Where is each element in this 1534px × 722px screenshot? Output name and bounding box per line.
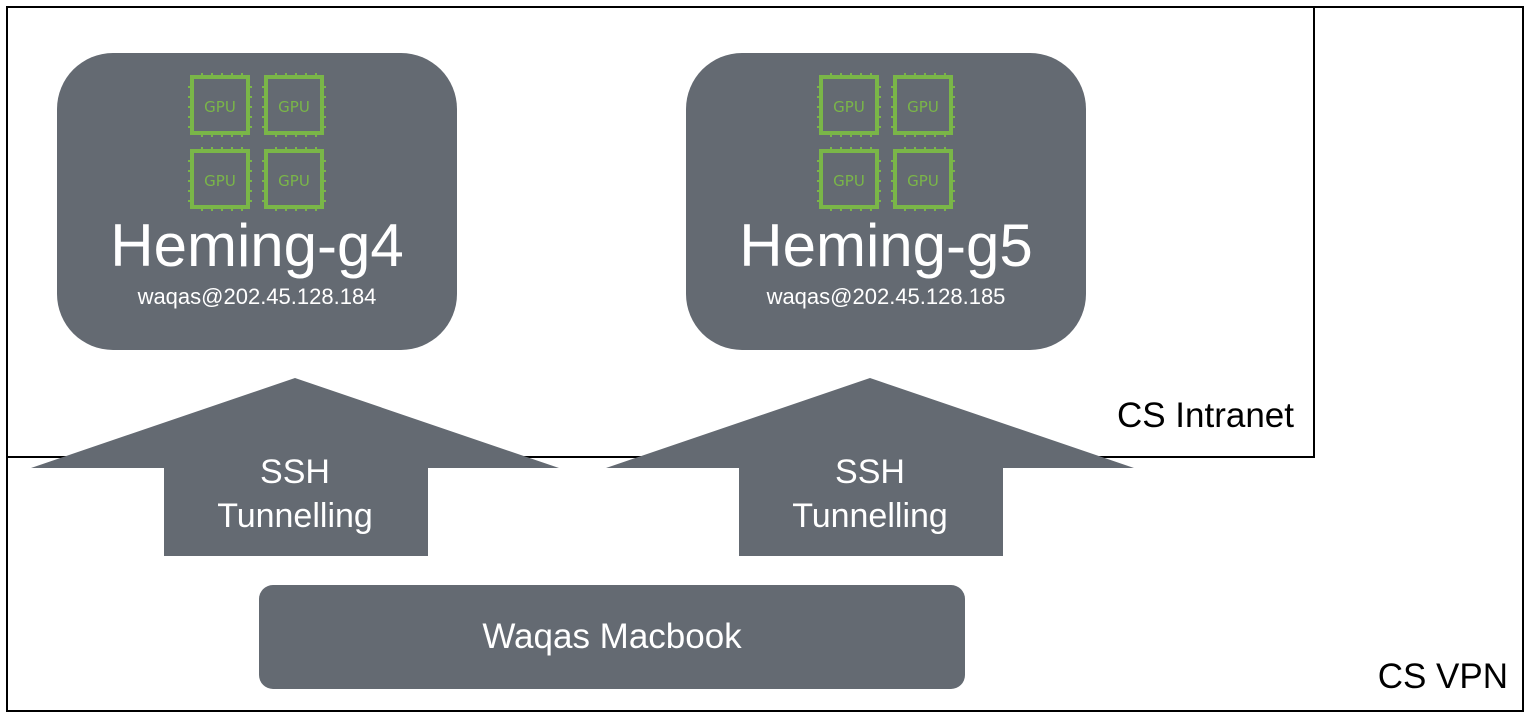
server-address: waqas@202.45.128.184	[137, 284, 377, 309]
gpu-chip-icon: GPU	[188, 73, 252, 137]
gpu-chip-label: GPU	[204, 98, 236, 116]
gpu-chip-label: GPU	[907, 98, 939, 116]
gpu-chip-label: GPU	[278, 172, 310, 190]
gpu-chip-icon: GPU	[188, 147, 252, 211]
gpu-chip-icon: GPU	[891, 147, 955, 211]
tunnel-label-line1: SSH	[260, 453, 330, 491]
tunnel-label: SSH Tunnelling	[31, 450, 559, 538]
gpu-chip-label: GPU	[204, 172, 236, 190]
gpu-chip-icon: GPU	[817, 147, 881, 211]
tunnel-label-line1: SSH	[835, 453, 905, 491]
tunnel-label-line2: Tunnelling	[792, 497, 948, 535]
tunnel-label-line2: Tunnelling	[217, 497, 373, 535]
up-arrow-icon	[606, 378, 1134, 556]
server-heming-g4: GPU GPU GPU GPU Heming-g4 waqas@202.45.1…	[57, 53, 457, 350]
server-name: Heming-g4	[110, 212, 404, 279]
gpu-chip-label: GPU	[907, 172, 939, 190]
server-heming-g5: GPU GPU GPU GPU Heming-g5 waqas@202.45.1…	[686, 53, 1086, 350]
server-address: waqas@202.45.128.185	[766, 284, 1006, 309]
gpu-group: GPU GPU GPU GPU	[188, 73, 326, 211]
gpu-chip-label: GPU	[833, 172, 865, 190]
gpu-chip-icon: GPU	[262, 147, 326, 211]
gpu-chip-icon: GPU	[891, 73, 955, 137]
server-name: Heming-g5	[739, 212, 1033, 279]
vpn-label: CS VPN	[1377, 657, 1508, 696]
ssh-tunnel-arrow-g5: SSH Tunnelling	[606, 378, 1134, 556]
ssh-tunnel-arrow-g4: SSH Tunnelling	[31, 378, 559, 556]
gpu-group: GPU GPU GPU GPU	[817, 73, 955, 211]
tunnel-label: SSH Tunnelling	[606, 450, 1134, 538]
gpu-chip-icon: GPU	[262, 73, 326, 137]
up-arrow-icon	[31, 378, 559, 556]
gpu-chip-label: GPU	[278, 98, 310, 116]
intranet-label: CS Intranet	[1116, 396, 1294, 435]
client-macbook: Waqas Macbook	[259, 585, 965, 689]
gpu-chip-label: GPU	[833, 98, 865, 116]
gpu-chip-icon: GPU	[817, 73, 881, 137]
